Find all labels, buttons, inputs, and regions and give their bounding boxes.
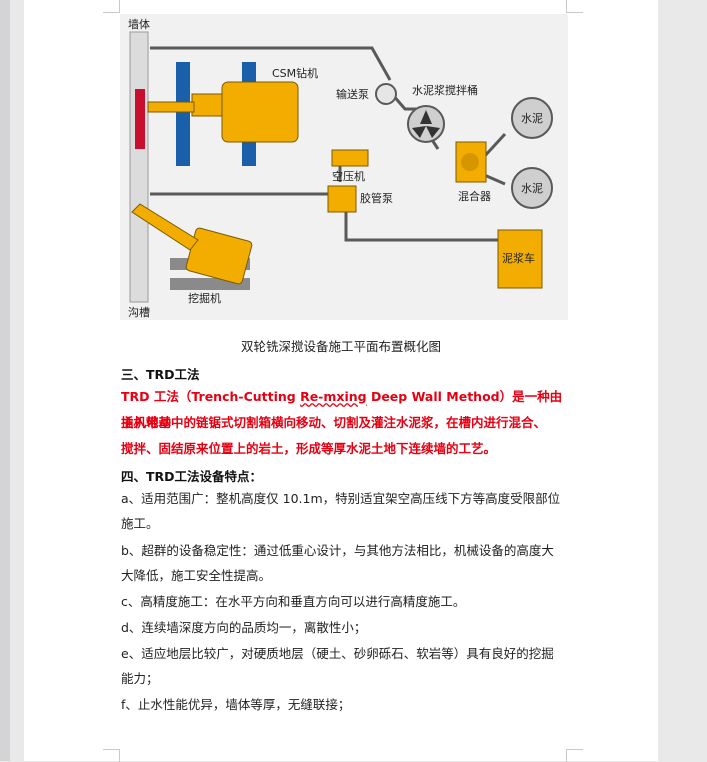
trd-definition-line-1: TRD 工法（Trench-Cutting Re-mxing Deep Wall… <box>121 389 563 430</box>
mixer-bucket-label: 水泥浆搅拌桶 <box>412 83 478 97</box>
feature-line: a、适用范围广：整机高度仅 10.1m，特别适宜架空高压线下方等高度受限部位 <box>121 491 561 506</box>
crop-mark-bottom-right <box>566 749 583 762</box>
excavator-label: 挖掘机 <box>188 291 221 305</box>
feature-line: d、连续墙深度方向的品质均一，离散性小； <box>121 620 367 635</box>
pipe-lines <box>150 46 507 250</box>
csm-boom <box>147 101 195 113</box>
crop-mark-bottom-left <box>103 749 120 762</box>
section-3-heading: 三、TRD工法 <box>121 367 200 382</box>
feature-line: e、适应地层比较广，对硬质地层（硬土、砂卵砾石、软岩等）具有良好的挖掘 <box>121 646 554 661</box>
cement-silo-1 <box>511 97 553 139</box>
feature-line: f、止水性能优异，墙体等厚，无缝联接； <box>121 697 351 712</box>
section-4-heading: 四、TRD工法设备特点： <box>121 469 263 484</box>
crop-mark-top-left <box>103 0 120 13</box>
mixer-drum <box>461 153 479 171</box>
excavator-body <box>185 227 253 285</box>
hose-pump <box>327 185 357 213</box>
wall-label: 墙体 <box>128 17 150 31</box>
excavator-arm <box>131 203 199 251</box>
csm-label: CSM钻机 <box>272 66 318 80</box>
csm-body <box>221 81 299 143</box>
feature-line: 大降低，施工安全性提高。 <box>121 568 272 583</box>
layout-diagram: 墙体 沟槽 CSM钻机 输送泵 水泥浆搅拌桶 水泥 <box>128 17 553 319</box>
figure-caption: 双轮铣深搅设备施工平面布置概化图 <box>240 339 441 354</box>
trd-definition-line-2: 插入地基中的链锯式切割箱横向移动、切割及灌注水泥浆，在槽内进行混合、 <box>121 415 547 430</box>
trd-definition-line-3: 搅拌、固结原来位置上的岩土，形成等厚水泥土地下连续墙的工艺。 <box>121 441 497 456</box>
crop-mark-top-right <box>566 0 583 13</box>
csm-arm <box>191 93 223 117</box>
cement-silo-2 <box>511 167 553 209</box>
wall-column <box>129 31 149 303</box>
mud-truck <box>497 229 543 289</box>
feature-line: 施工。 <box>121 516 159 531</box>
cement2-label: 水泥 <box>521 182 543 195</box>
trench-label: 沟槽 <box>128 306 150 319</box>
feature-line: c、高精度施工：在水平方向和垂直方向可以进行高精度施工。 <box>121 594 466 609</box>
mud-truck-label: 泥浆车 <box>502 251 535 265</box>
window-left-edge <box>0 0 10 761</box>
csm-track-left <box>176 62 190 166</box>
air-compressor <box>331 149 369 167</box>
csm-cutter-head <box>135 89 145 149</box>
pump-label: 输送泵 <box>336 87 369 101</box>
compressor-label: 空压机 <box>332 169 365 183</box>
transfer-pump <box>375 83 397 105</box>
cement1-label: 水泥 <box>521 112 543 125</box>
hose-pump-label: 胶管泵 <box>360 191 393 205</box>
construction-layout-figure: 墙体 沟槽 CSM钻机 输送泵 水泥浆搅拌桶 水泥 <box>120 14 568 320</box>
feature-line: b、超群的设备稳定性：通过低重心设计，与其他方法相比，机械设备的高度大 <box>121 543 554 558</box>
mixer-blades <box>412 110 440 138</box>
feature-line: 能力； <box>121 671 159 686</box>
mixer-label: 混合器 <box>458 189 491 203</box>
